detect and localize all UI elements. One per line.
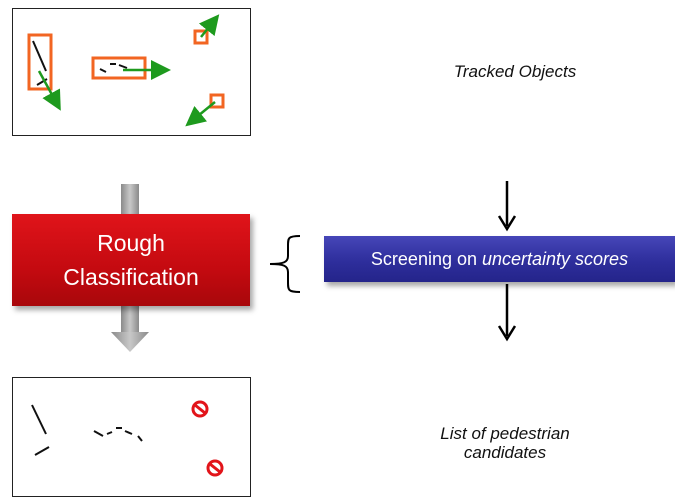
tracked-objects-panel bbox=[12, 8, 251, 136]
candidate-stroke bbox=[34, 446, 50, 456]
screening-emphasis: uncertainty scores bbox=[482, 248, 629, 269]
tracked-box bbox=[209, 93, 225, 109]
motion-arrow bbox=[185, 101, 216, 127]
rough-classification-line1: Rough bbox=[97, 230, 165, 256]
gray-flow-arrow-shaft bbox=[121, 305, 139, 333]
gray-flow-arrow-top bbox=[121, 184, 139, 216]
object-stroke bbox=[99, 68, 107, 73]
screening-box: Screening on uncertainty scores bbox=[324, 236, 675, 282]
motion-arrow bbox=[198, 14, 220, 38]
pedestrian-candidates-caption: List of pedestrian candidates bbox=[385, 424, 625, 462]
reject-marker-icon bbox=[206, 459, 224, 477]
candidate-stroke bbox=[137, 435, 143, 442]
object-stroke bbox=[118, 64, 128, 69]
reject-marker-icon bbox=[191, 400, 209, 418]
candidate-stroke bbox=[106, 431, 113, 435]
black-arrow-in-head bbox=[497, 215, 517, 232]
pedestrian-candidates-figure bbox=[31, 400, 224, 477]
screening-prefix: Screening on bbox=[370, 248, 477, 269]
tracked-box bbox=[91, 56, 147, 80]
tracked-objects-caption: Tracked Objects bbox=[453, 62, 577, 81]
gray-flow-arrow-head bbox=[111, 332, 149, 352]
rough-classification-box: Rough Classification bbox=[12, 214, 250, 306]
caption-line1: List of pedestrian bbox=[440, 424, 570, 443]
pedestrian-candidates-panel bbox=[12, 377, 251, 497]
candidate-stroke bbox=[93, 430, 104, 437]
tracked-objects-figure bbox=[27, 14, 225, 127]
black-arrow-out-head bbox=[497, 325, 517, 342]
candidate-stroke bbox=[31, 404, 47, 435]
caption-line2: candidates bbox=[463, 443, 547, 462]
rough-classification-line2: Classification bbox=[63, 264, 199, 290]
object-stroke bbox=[32, 40, 47, 72]
motion-arrow bbox=[37, 70, 61, 111]
candidate-stroke bbox=[124, 430, 133, 435]
tracked-box bbox=[27, 33, 53, 91]
curly-brace bbox=[269, 235, 301, 293]
